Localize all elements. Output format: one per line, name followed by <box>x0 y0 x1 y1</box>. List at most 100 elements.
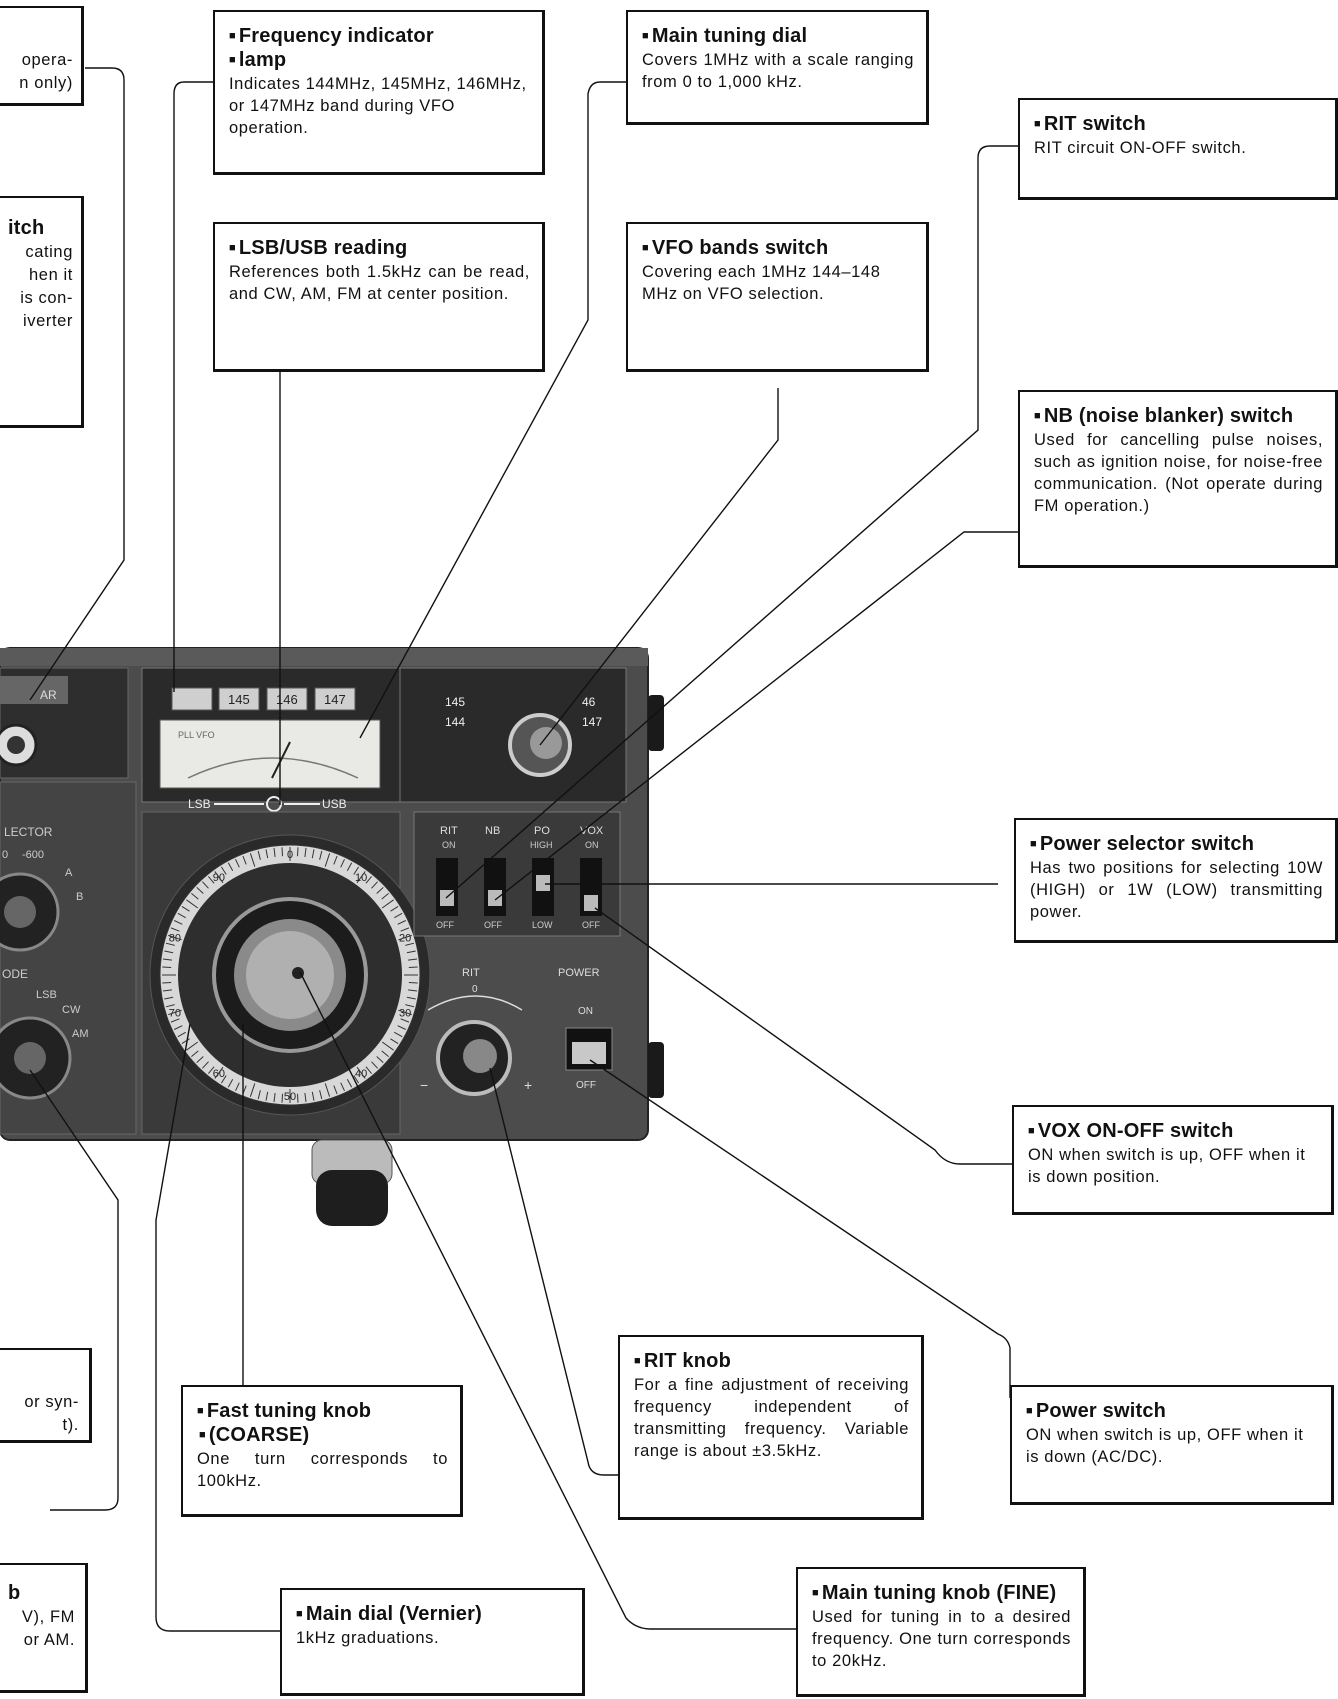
meter-usb-label: USB <box>322 797 347 811</box>
dial-tick <box>376 1056 384 1063</box>
selector-600-label: -600 <box>22 849 44 861</box>
dial-tick <box>162 989 172 992</box>
dial-tick <box>196 1056 204 1063</box>
dial-tick <box>365 1066 372 1074</box>
fast-tuning-title-1: Fast tuning knob <box>197 1399 448 1423</box>
rit-minus-label: − <box>420 1077 428 1093</box>
mode-am-label: AM <box>72 1028 89 1040</box>
freq-lamp-title-2: lamp <box>229 48 530 72</box>
dial-tick <box>162 982 172 984</box>
dial-tick <box>408 958 418 961</box>
power-switch-title: Power switch <box>1026 1399 1319 1423</box>
callout-power-selector-switch: Power selector switch Has two positions … <box>1014 818 1338 943</box>
dial-tick <box>405 1004 415 1008</box>
main-dial-desc: Covers 1MHz with a scale ranging from 0 … <box>642 51 914 91</box>
lsb-usb-title: LSB/USB reading <box>229 236 530 260</box>
power-off-label: OFF <box>576 1080 596 1091</box>
nb-switch-desc: Used for cancelling pulse noises, such a… <box>1034 431 1323 515</box>
dial-tick <box>353 866 360 875</box>
dial-tick <box>235 858 240 868</box>
rit-switch-title: RIT switch <box>1034 112 1323 136</box>
dial-tick <box>371 881 378 889</box>
partial-mode-line1: V), FM <box>21 1608 75 1626</box>
power-selector-title: Power selector switch <box>1030 832 1323 856</box>
dial-tick <box>164 996 174 1000</box>
partial-mode-title: b <box>8 1582 21 1604</box>
partial-top-left-line1: opera- <box>21 51 73 69</box>
dial-tick <box>249 1083 256 1097</box>
callout-vox-switch: VOX ON-OFF switch ON when switch is up, … <box>1012 1105 1334 1215</box>
callout-main-dial-vernier: Main dial (Vernier) 1kHz graduations. <box>280 1588 585 1696</box>
power-switch-desc: ON when switch is up, OFF when it is dow… <box>1026 1426 1304 1466</box>
dial-tick <box>319 850 323 860</box>
dial-tick <box>324 1083 331 1097</box>
dial-tick <box>381 899 394 909</box>
vfo-146-label: 46 <box>582 695 596 709</box>
vfo-145-label: 145 <box>445 695 465 709</box>
partial-sync-line1: or syn- <box>24 1393 79 1411</box>
dial-tick <box>170 927 180 932</box>
partial-switch-line4: iverter <box>22 312 73 330</box>
dial-tick <box>202 881 209 889</box>
meter <box>159 719 381 789</box>
meter-label: PLL VFO <box>178 730 215 740</box>
callout-main-tuning-dial: Main tuning dial Covers 1MHz with a scal… <box>626 10 929 125</box>
selector-0-label: 0 <box>2 849 8 861</box>
dial-number: 30 <box>399 1007 411 1019</box>
rit-toggle[interactable] <box>436 858 458 916</box>
nb-toggle[interactable] <box>484 858 506 916</box>
mode-cw-label: CW <box>62 1004 81 1016</box>
dial-tick <box>173 1025 183 1030</box>
mode-lsb-label: LSB <box>36 989 57 1001</box>
nb-switch-title: NB (noise blanker) switch <box>1034 404 1323 428</box>
rit-knob-label: RIT <box>462 967 480 979</box>
dial-tick <box>257 1090 261 1100</box>
rit-zero-label: 0 <box>472 984 478 995</box>
vfo-bands-desc: Covering each 1MHz 144–148 MHz on VFO se… <box>642 263 881 303</box>
rit-switch-desc: RIT circuit ON-OFF switch. <box>1034 139 1247 157</box>
dial-tick <box>202 1061 209 1069</box>
dial-tick <box>406 950 416 954</box>
dial-tick <box>168 934 182 941</box>
partial-sync-line2: t). <box>62 1416 79 1434</box>
dial-tick <box>297 1093 299 1103</box>
callout-lsb-usb-reading: LSB/USB reading References both 1.5kHz c… <box>213 222 545 372</box>
dial-tick <box>304 1093 307 1103</box>
band-lamp-147: 147 <box>324 692 346 707</box>
dial-number: 20 <box>399 933 411 945</box>
vox-on-label: ON <box>585 840 599 850</box>
dial-tick <box>265 849 269 859</box>
dial-tick <box>186 899 199 909</box>
dial-tick <box>408 989 418 992</box>
main-knob-title: Main tuning knob (FINE) <box>812 1581 1071 1605</box>
dial-tick <box>408 966 418 968</box>
po-sw-label: PO <box>534 825 550 837</box>
callout-fast-tuning-knob: Fast tuning knob (COARSE) One turn corre… <box>181 1385 463 1517</box>
dial-tick <box>265 1091 269 1101</box>
dial-tick <box>235 1082 240 1092</box>
rit-on-label: ON <box>442 840 456 850</box>
dial-tick <box>381 893 389 900</box>
main-knob-desc: Used for tuning in to a desired frequenc… <box>812 1608 1071 1670</box>
partial-switch-title: itch <box>8 217 45 239</box>
dial-tick <box>257 850 261 860</box>
fast-tuning-desc: One turn corresponds to 100kHz. <box>197 1450 448 1490</box>
dial-tick <box>311 849 315 859</box>
rit-sw-label: RIT <box>440 825 458 837</box>
dial-tick <box>214 871 224 884</box>
dial-tick <box>400 927 410 932</box>
vfo-144-label: 144 <box>445 715 465 729</box>
dial-tick <box>181 905 190 912</box>
partial-top-left-line2: n only) <box>19 74 73 92</box>
dial-tick <box>346 862 353 871</box>
rit-knob-desc: For a fine adjustment of receiving frequ… <box>634 1376 909 1460</box>
lsb-usb-desc: References both 1.5kHz can be read, and … <box>229 263 530 303</box>
dial-tick <box>173 920 183 925</box>
dial-tick <box>208 876 215 884</box>
dial-tick <box>242 855 247 865</box>
vox-desc: ON when switch is up, OFF when it is dow… <box>1028 1146 1306 1186</box>
dial-tick <box>281 847 283 857</box>
dial-tick <box>397 920 407 925</box>
dial-tick <box>356 871 366 884</box>
po-low-label: LOW <box>532 920 553 930</box>
